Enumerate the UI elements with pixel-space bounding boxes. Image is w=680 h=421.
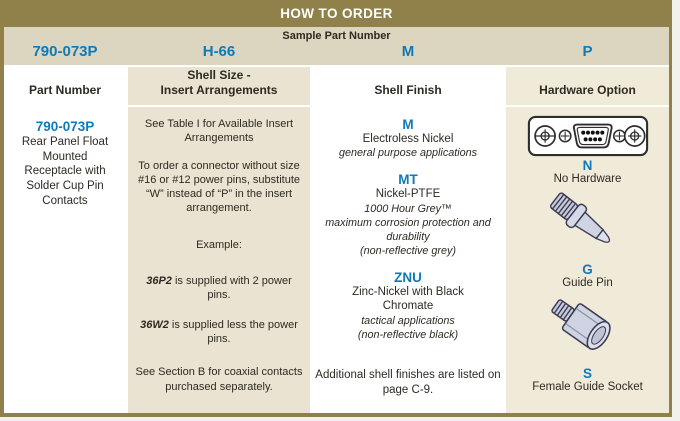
finish-option-ZNU: ZNU Zinc-Nickel with Black Chromate tact… (312, 270, 504, 342)
table-body-row: 790-073P Rear Panel Float Mounted Recept… (4, 107, 669, 413)
cell-shell-finish: M Electroless Nickel general purpose app… (312, 107, 504, 413)
finish-additional-note: Additional shell finishes are listed on … (315, 368, 501, 396)
hardware-name: No Hardware (553, 173, 622, 185)
finish-option-MT: MT Nickel-PTFE 1000 Hour Grey™ maximum c… (312, 172, 504, 258)
finish-name: Zinc-Nickel with Black Chromate (352, 285, 464, 313)
part-number-code: 790-073P (35, 119, 95, 134)
finish-code: MT (398, 172, 418, 188)
column-headers-row: Part Number Shell Size - Insert Arrangem… (4, 67, 669, 105)
shell-size-note-3: See Section B for coaxial contacts purch… (135, 366, 303, 393)
example-text-36W2: is supplied less the power pins. (168, 318, 298, 345)
sample-value-part-number: 790-073P (32, 43, 98, 60)
table-title: HOW TO ORDER (4, 0, 669, 27)
sample-part-number-label: Sample Part Number (282, 30, 391, 42)
shell-size-example-2: 36W2 is supplied less the power pins. (134, 318, 304, 347)
divider (4, 105, 669, 107)
hardware-code: N (582, 158, 593, 173)
column-header-shell-finish: Shell Finish (312, 67, 504, 105)
column-header-shell-finish-label: Shell Finish (374, 83, 442, 98)
finish-description: 1000 Hour Grey™ (364, 202, 452, 215)
divider (4, 65, 669, 67)
sample-part-number-band: Sample Part Number 790-073P H-66 M P (4, 27, 669, 65)
sample-value-shell-size: H-66 (202, 43, 236, 60)
finish-name: Electroless Nickel (362, 133, 454, 145)
cell-shell-size: See Table I for Available Insert Arrange… (128, 107, 310, 413)
finish-name: Nickel-PTFE (375, 188, 441, 201)
part-number-description: Rear Panel Float Mounted Receptacle with… (21, 136, 109, 207)
finish-code: M (402, 117, 414, 132)
finish-description: maximum corrosion protection and durabil… (325, 216, 491, 243)
column-header-part-number-label: Part Number (28, 83, 102, 98)
how-to-order-table: HOW TO ORDER Sample Part Number 790-073P… (0, 0, 672, 417)
sample-value-shell-finish: M (401, 43, 415, 60)
finish-description: (non-reflective black) (357, 328, 459, 341)
shell-size-example-1: 36P2 is supplied with 2 power pins. (134, 274, 304, 303)
column-header-hardware-label: Hardware Option (539, 83, 636, 98)
finish-description: (non-reflective grey) (359, 244, 456, 257)
hardware-code: G (582, 262, 593, 277)
finish-code: ZNU (394, 269, 422, 285)
sample-value-hardware: P (582, 43, 593, 60)
finish-option-M: M Electroless Nickel general purpose app… (312, 117, 504, 160)
shell-size-note-2: To order a connector without size #16 or… (137, 159, 301, 215)
finish-description: tactical applications (361, 314, 455, 327)
example-code-36W2: 36W2 (140, 318, 169, 331)
shell-size-example-label: Example: (196, 238, 242, 251)
guide-pin-icon (549, 192, 610, 243)
sample-values-row: 790-073P H-66 M P (4, 43, 669, 60)
dsub-connector-face-icon (527, 115, 648, 157)
column-header-shell-size: Shell Size - Insert Arrangements (128, 67, 310, 105)
column-header-hardware: Hardware Option (506, 67, 669, 105)
column-header-shell-size-line1: Shell Size - (187, 67, 251, 82)
cell-part-number: 790-073P Rear Panel Float Mounted Recept… (4, 107, 126, 413)
hardware-name: Guide Pin (562, 277, 613, 289)
hardware-name: Female Guide Socket (532, 381, 643, 393)
finish-description: general purpose applications (338, 147, 478, 160)
example-code-36P2: 36P2 (146, 275, 172, 288)
female-guide-socket-icon (550, 299, 611, 350)
example-text-36P2: is supplied with 2 power pins. (171, 275, 292, 302)
shell-size-note-1: See Table I for Available Insert Arrange… (144, 118, 294, 145)
hardware-code: S (582, 366, 592, 381)
cell-hardware-option: N No Hardware (506, 107, 669, 413)
column-header-shell-size-line2: Insert Arrangements (160, 83, 278, 98)
column-header-part-number: Part Number (4, 67, 126, 105)
